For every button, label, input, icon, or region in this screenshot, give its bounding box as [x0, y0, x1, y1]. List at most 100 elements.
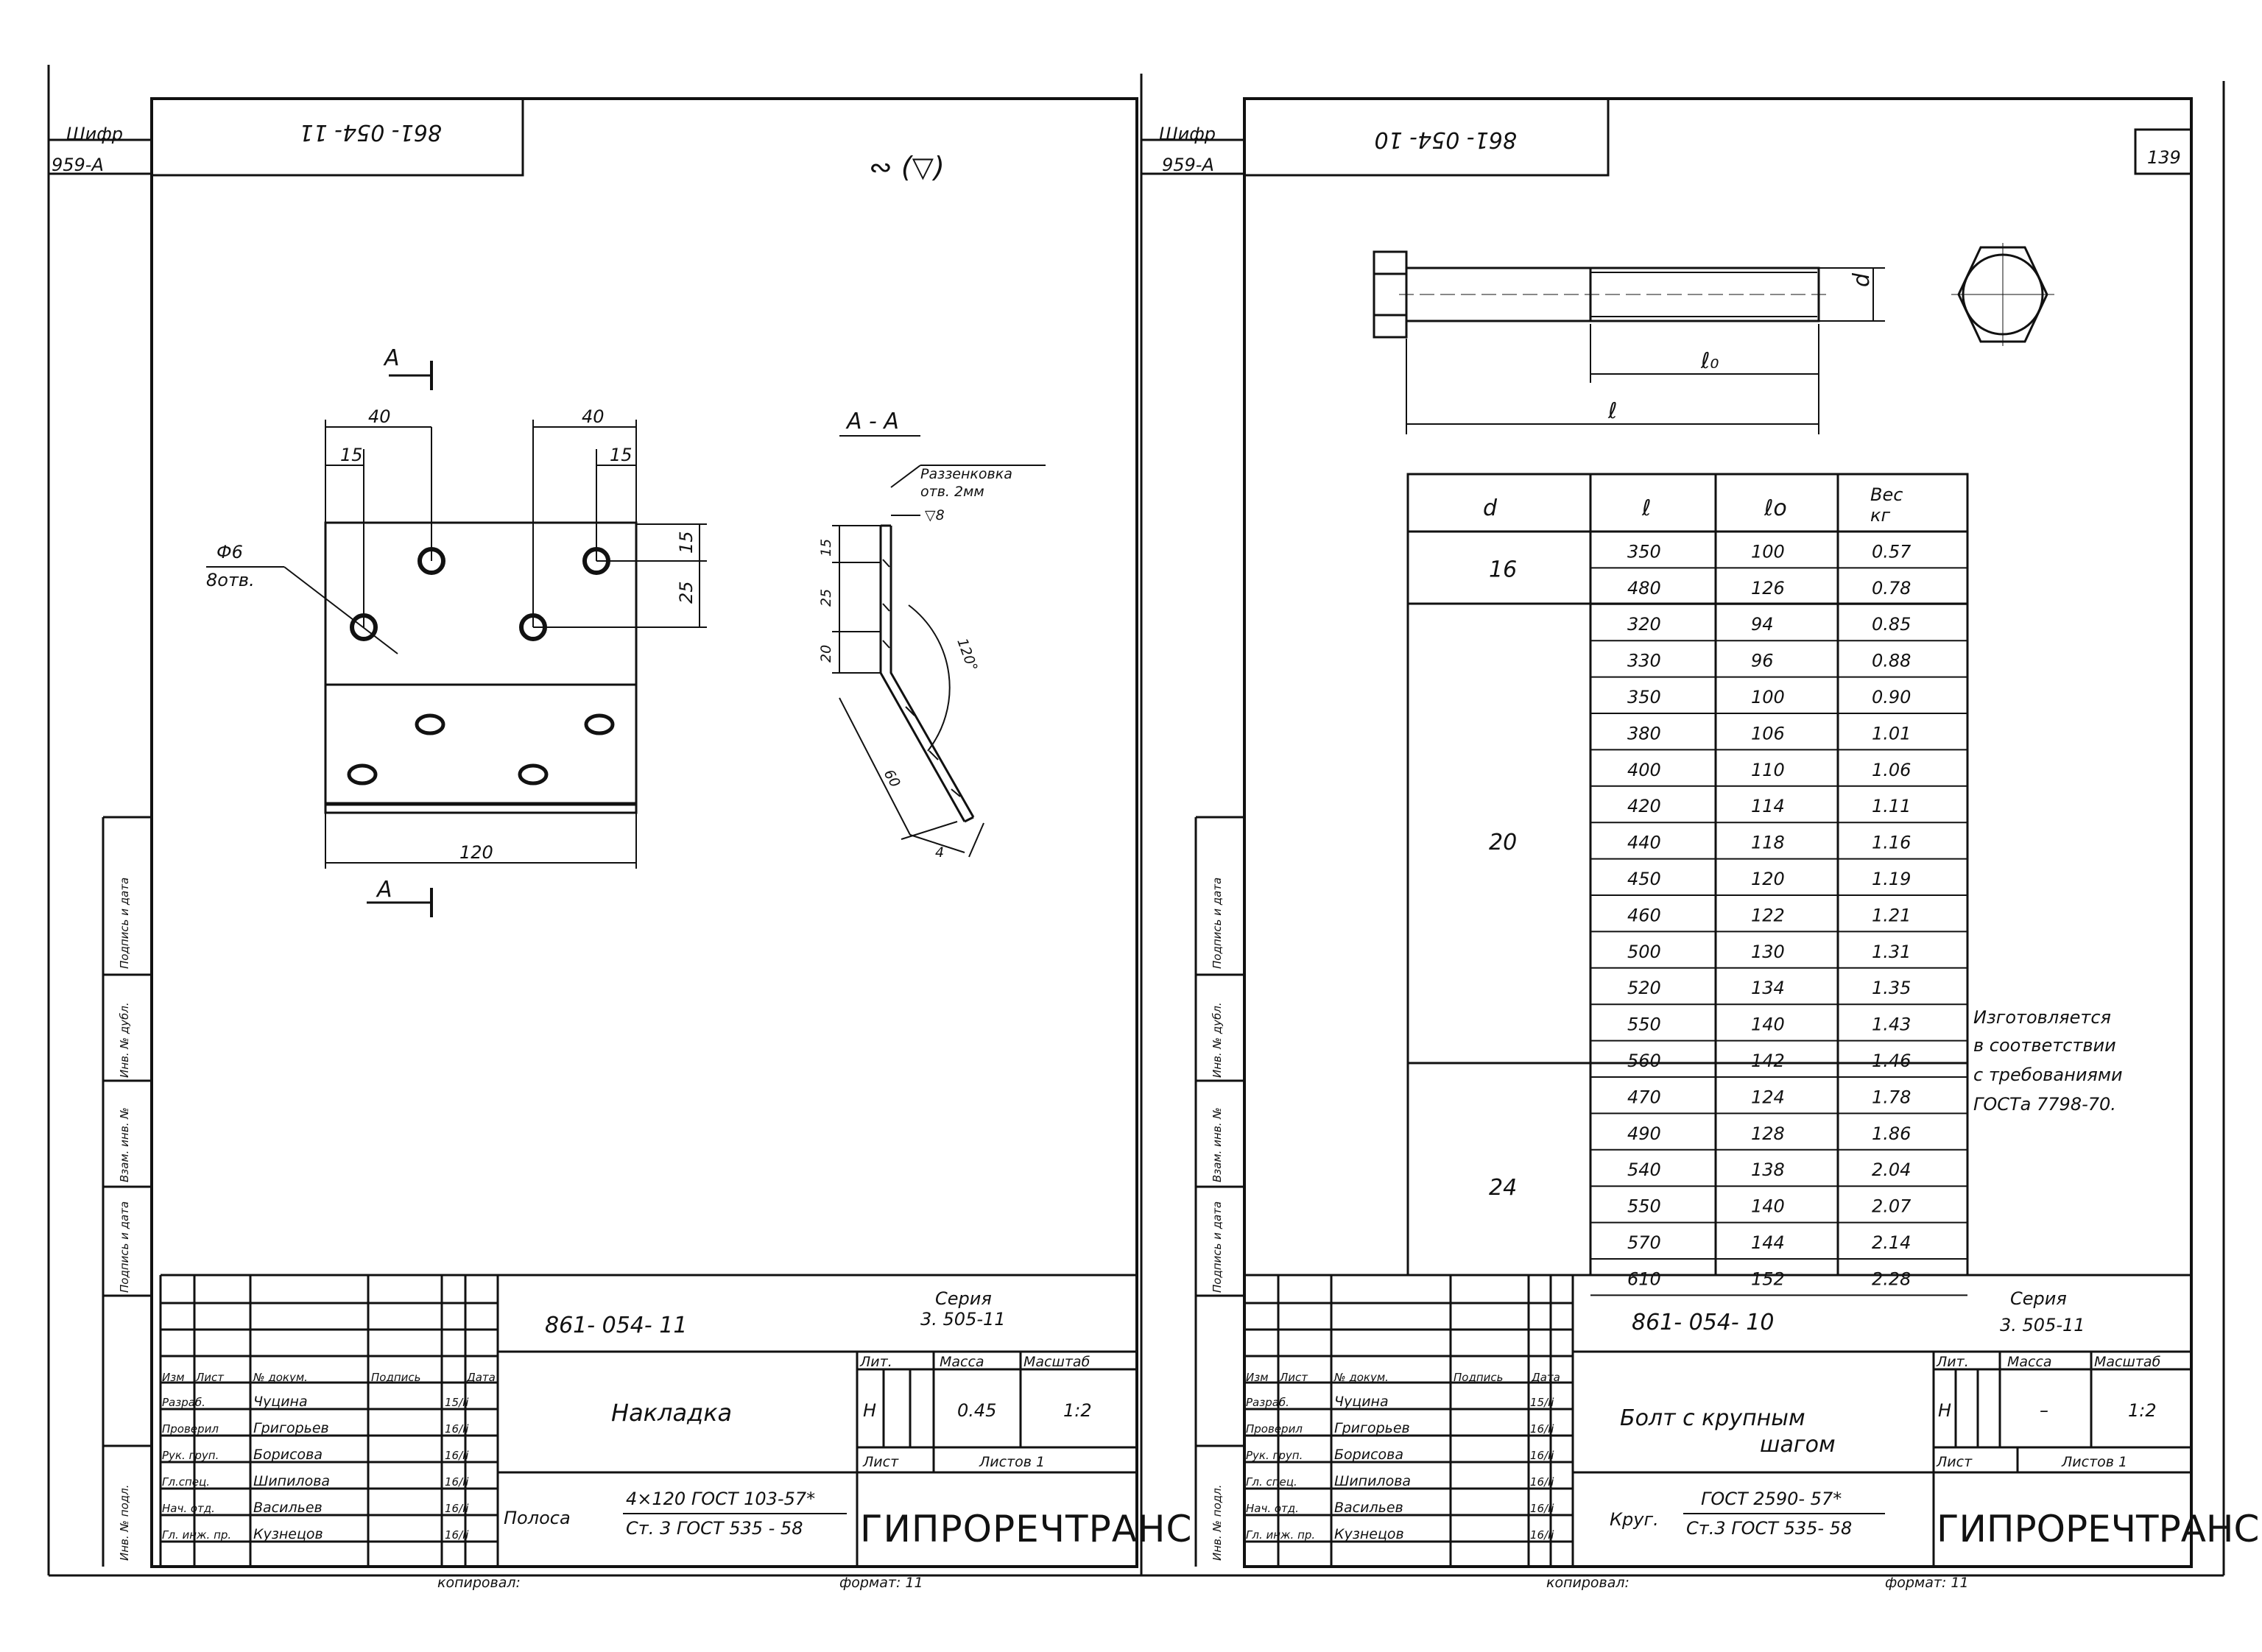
table-cell: 520 — [1627, 978, 1661, 998]
hole-count: 8отв. — [206, 570, 255, 590]
table-cell: 1.19 — [1872, 869, 1911, 889]
right-side-stamps: Подпись и дата Инв. № дубл. Взам. инв. №… — [1211, 878, 1224, 1561]
dim-120: 120 — [459, 842, 493, 863]
svg-text:Изм: Изм — [162, 1371, 185, 1384]
table-cell: 480 — [1627, 578, 1661, 599]
left-tb-headers: Изм Лист № докум. Подпись Дата — [162, 1371, 496, 1384]
table-cell: 94 — [1751, 614, 1774, 635]
svg-text:№ докум.: № докум. — [1333, 1371, 1389, 1384]
svg-text:Борисова: Борисова — [1334, 1447, 1403, 1463]
left-tb-mass-label: Масса — [940, 1354, 984, 1370]
svg-text:16/ii: 16/ii — [445, 1502, 469, 1515]
svg-text:кг: кг — [1870, 505, 1890, 526]
svg-text:Шипилова: Шипилова — [253, 1473, 330, 1489]
svg-text:ℓ: ℓ — [1641, 495, 1651, 521]
left-tb-organization: ГИПРОРЕЧТРАНС — [860, 1508, 1192, 1550]
table-cell: 450 — [1627, 869, 1661, 889]
svg-text:Лист: Лист — [195, 1371, 225, 1384]
table-cell: 330 — [1627, 651, 1661, 671]
hole-label: Ф6 — [216, 542, 243, 562]
table-cell: 100 — [1751, 541, 1785, 562]
page-number: 139 — [2147, 147, 2181, 168]
svg-text:Вес: Вес — [1870, 484, 1903, 505]
table-cell: 320 — [1627, 614, 1661, 635]
table-cell: 144 — [1751, 1232, 1785, 1253]
left-copied-label: копировал: — [437, 1575, 521, 1591]
svg-text:Взам. инв. №: Взам. инв. № — [118, 1107, 131, 1182]
left-drawing-number-rotated: 861- 054- 11 — [300, 119, 442, 145]
right-tb-sheets-label: Листов 1 — [2061, 1454, 2127, 1470]
table-cell: 2.04 — [1872, 1159, 1911, 1180]
svg-text:Чуцина: Чуцина — [1334, 1394, 1389, 1410]
left-tb-mass-value: 0.45 — [957, 1400, 996, 1421]
table-cell: 550 — [1627, 1014, 1661, 1035]
left-tb-sheet-label: Лист — [862, 1454, 899, 1470]
table-cell: 124 — [1751, 1087, 1785, 1107]
left-sheet-frame — [47, 65, 1141, 1577]
right-drawing-number-rotated: 861- 054- 10 — [1375, 127, 1517, 152]
svg-text:Кузнецов: Кузнецов — [1334, 1526, 1404, 1542]
section-dim-60: 60 — [881, 767, 903, 791]
svg-text:Чуцина: Чуцина — [253, 1394, 308, 1410]
plate-drawing — [206, 361, 707, 917]
right-tb-sheet-label: Лист — [1936, 1454, 1973, 1470]
table-cell: 460 — [1627, 905, 1661, 925]
dim-15-right: 15 — [610, 445, 633, 465]
section-aa-drawing — [832, 435, 1046, 858]
right-tb-signoff-rows: Разраб. Чуцина 15/ii Проверил Григорьев … — [1246, 1394, 1554, 1542]
table-cell: 420 — [1627, 796, 1661, 816]
section-dim-4: 4 — [935, 844, 944, 861]
right-tb-lit-label: Лит. — [1936, 1354, 1969, 1370]
table-cell: 1.06 — [1872, 760, 1911, 780]
svg-text:Инв. № дубл.: Инв. № дубл. — [118, 1002, 131, 1078]
svg-text:15/ii: 15/ii — [1530, 1396, 1554, 1409]
section-title: А - А — [845, 409, 899, 434]
right-tb-mass-value: – — [2040, 1400, 2048, 1421]
right-tb-name-line2: шагом — [1760, 1432, 1836, 1458]
table-cell: 2.07 — [1872, 1196, 1912, 1217]
table-cell: 96 — [1751, 651, 1774, 671]
right-tb-material-bottom: Ст.3 ГОСТ 535- 58 — [1686, 1518, 1852, 1539]
table-cell: 118 — [1751, 833, 1785, 853]
section-marker-bottom: А — [376, 877, 392, 903]
svg-text:16/ii: 16/ii — [445, 1475, 469, 1489]
right-sheet-frame — [1140, 74, 2225, 1577]
svg-text:Лист: Лист — [1279, 1371, 1308, 1384]
svg-text:16/ii: 16/ii — [445, 1422, 469, 1436]
table-cell: 1.43 — [1872, 1014, 1911, 1035]
left-shifr-label: Шифр — [66, 124, 123, 144]
svg-text:Рук. груп.: Рук. груп. — [1246, 1449, 1303, 1462]
svg-text:16/ii: 16/ii — [1530, 1422, 1554, 1436]
svg-text:16/ii: 16/ii — [1530, 1502, 1554, 1515]
table-cell: 0.85 — [1872, 614, 1911, 635]
left-tb-series-label: Серия — [935, 1288, 992, 1309]
svg-text:Кузнецов: Кузнецов — [253, 1526, 323, 1542]
svg-text:Дата: Дата — [1531, 1371, 1560, 1384]
table-cell: 126 — [1751, 578, 1785, 599]
left-tb-name: Накладка — [611, 1399, 732, 1427]
table-cell: 140 — [1751, 1014, 1785, 1035]
table-cell: 550 — [1627, 1196, 1661, 1217]
svg-text:№ докум.: № докум. — [253, 1371, 308, 1384]
left-tb-sheets-label: Листов 1 — [979, 1454, 1045, 1470]
dim-40-right: 40 — [582, 406, 605, 427]
svg-text:Подпись: Подпись — [1454, 1371, 1503, 1384]
right-tb-organization: ГИПРОРЕЧТРАНС — [1937, 1508, 2259, 1550]
right-copied-label: копировал: — [1546, 1575, 1629, 1591]
bolt-table-grid — [1406, 473, 1969, 1277]
left-side-stamps: Подпись и дата Инв. № дубл. Взам. инв. №… — [118, 878, 131, 1561]
svg-text:Васильев: Васильев — [253, 1500, 323, 1516]
svg-text:Подпись и дата: Подпись и дата — [118, 1201, 131, 1293]
table-cell: 134 — [1751, 978, 1785, 998]
table-cell: 138 — [1751, 1159, 1785, 1180]
table-cell: 1.35 — [1872, 978, 1911, 998]
table-cell: 500 — [1627, 942, 1661, 962]
section-dim-25: 25 — [818, 589, 834, 607]
svg-text:Инв. № дубл.: Инв. № дубл. — [1211, 1002, 1224, 1078]
table-cell: 1.86 — [1872, 1123, 1911, 1144]
svg-text:Изготовляется: Изготовляется — [1973, 1007, 2111, 1028]
left-tb-drawing-number: 861- 054- 11 — [545, 1313, 687, 1338]
table-cell: 0.57 — [1872, 541, 1912, 562]
section-dim-15: 15 — [818, 539, 834, 557]
table-cell: 610 — [1627, 1268, 1661, 1289]
